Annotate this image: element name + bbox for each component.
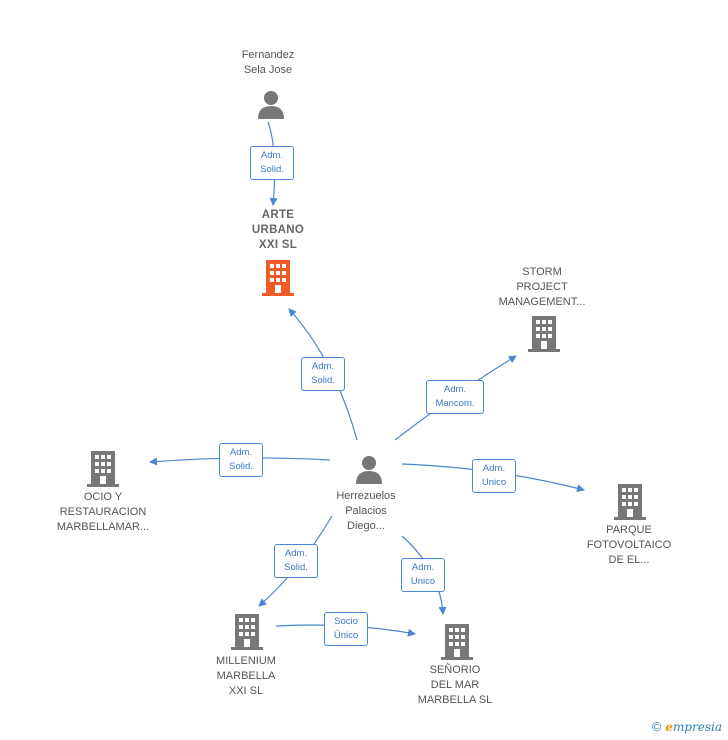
edge-label-herrezuelos-senorio: Adm. Unico [401, 558, 445, 592]
building-icon [87, 451, 119, 487]
building-icon [441, 624, 473, 660]
node-label-ocio[interactable]: OCIO Y RESTAURACION MARBELLAMAR... [56, 491, 150, 533]
person-icon [356, 456, 382, 484]
building-icon [231, 614, 263, 650]
edge-label-fernandez-arte: Adm. Solid. [250, 146, 294, 180]
node-label-storm[interactable]: STORM PROJECT MANAGEMENT... [498, 266, 586, 308]
edge-label-herrezuelos-arte: Adm. Solid. [301, 357, 345, 391]
node-label-millenium[interactable]: MILLENIUM MARBELLA XXI SL [216, 655, 276, 697]
node-label-arte-urbano[interactable]: ARTE URBANO XXI SL [251, 209, 305, 251]
building-icon [614, 484, 646, 520]
edge-label-herrezuelos-parque: Adm. Unico [472, 459, 516, 493]
node-label-herrezuelos[interactable]: Herrezuelos Palacios Diego... [336, 490, 396, 532]
edge-label-herrezuelos-millenium: Adm. Solid. [274, 544, 318, 578]
edge-label-millenium-senorio: Socio Único [324, 612, 368, 646]
edge-label-herrezuelos-ocio: Adm. Solid. [219, 443, 263, 477]
building-icon [528, 316, 560, 352]
node-label-parque[interactable]: PARQUE FOTOVOLTAICO DE EL... [586, 524, 672, 566]
brand-logo: empresia [665, 719, 722, 734]
building-icon [262, 260, 294, 296]
node-label-senorio[interactable]: SEÑORIO DEL MAR MARBELLA SL [417, 664, 493, 706]
node-label-fernandez[interactable]: Fernandez Sela Jose [241, 49, 295, 76]
copyright-icon: © [651, 719, 662, 734]
edge-label-herrezuelos-storm: Adm. Mancom. [426, 380, 484, 414]
person-icon [258, 91, 284, 119]
footer-brand: © empresia [652, 719, 722, 734]
